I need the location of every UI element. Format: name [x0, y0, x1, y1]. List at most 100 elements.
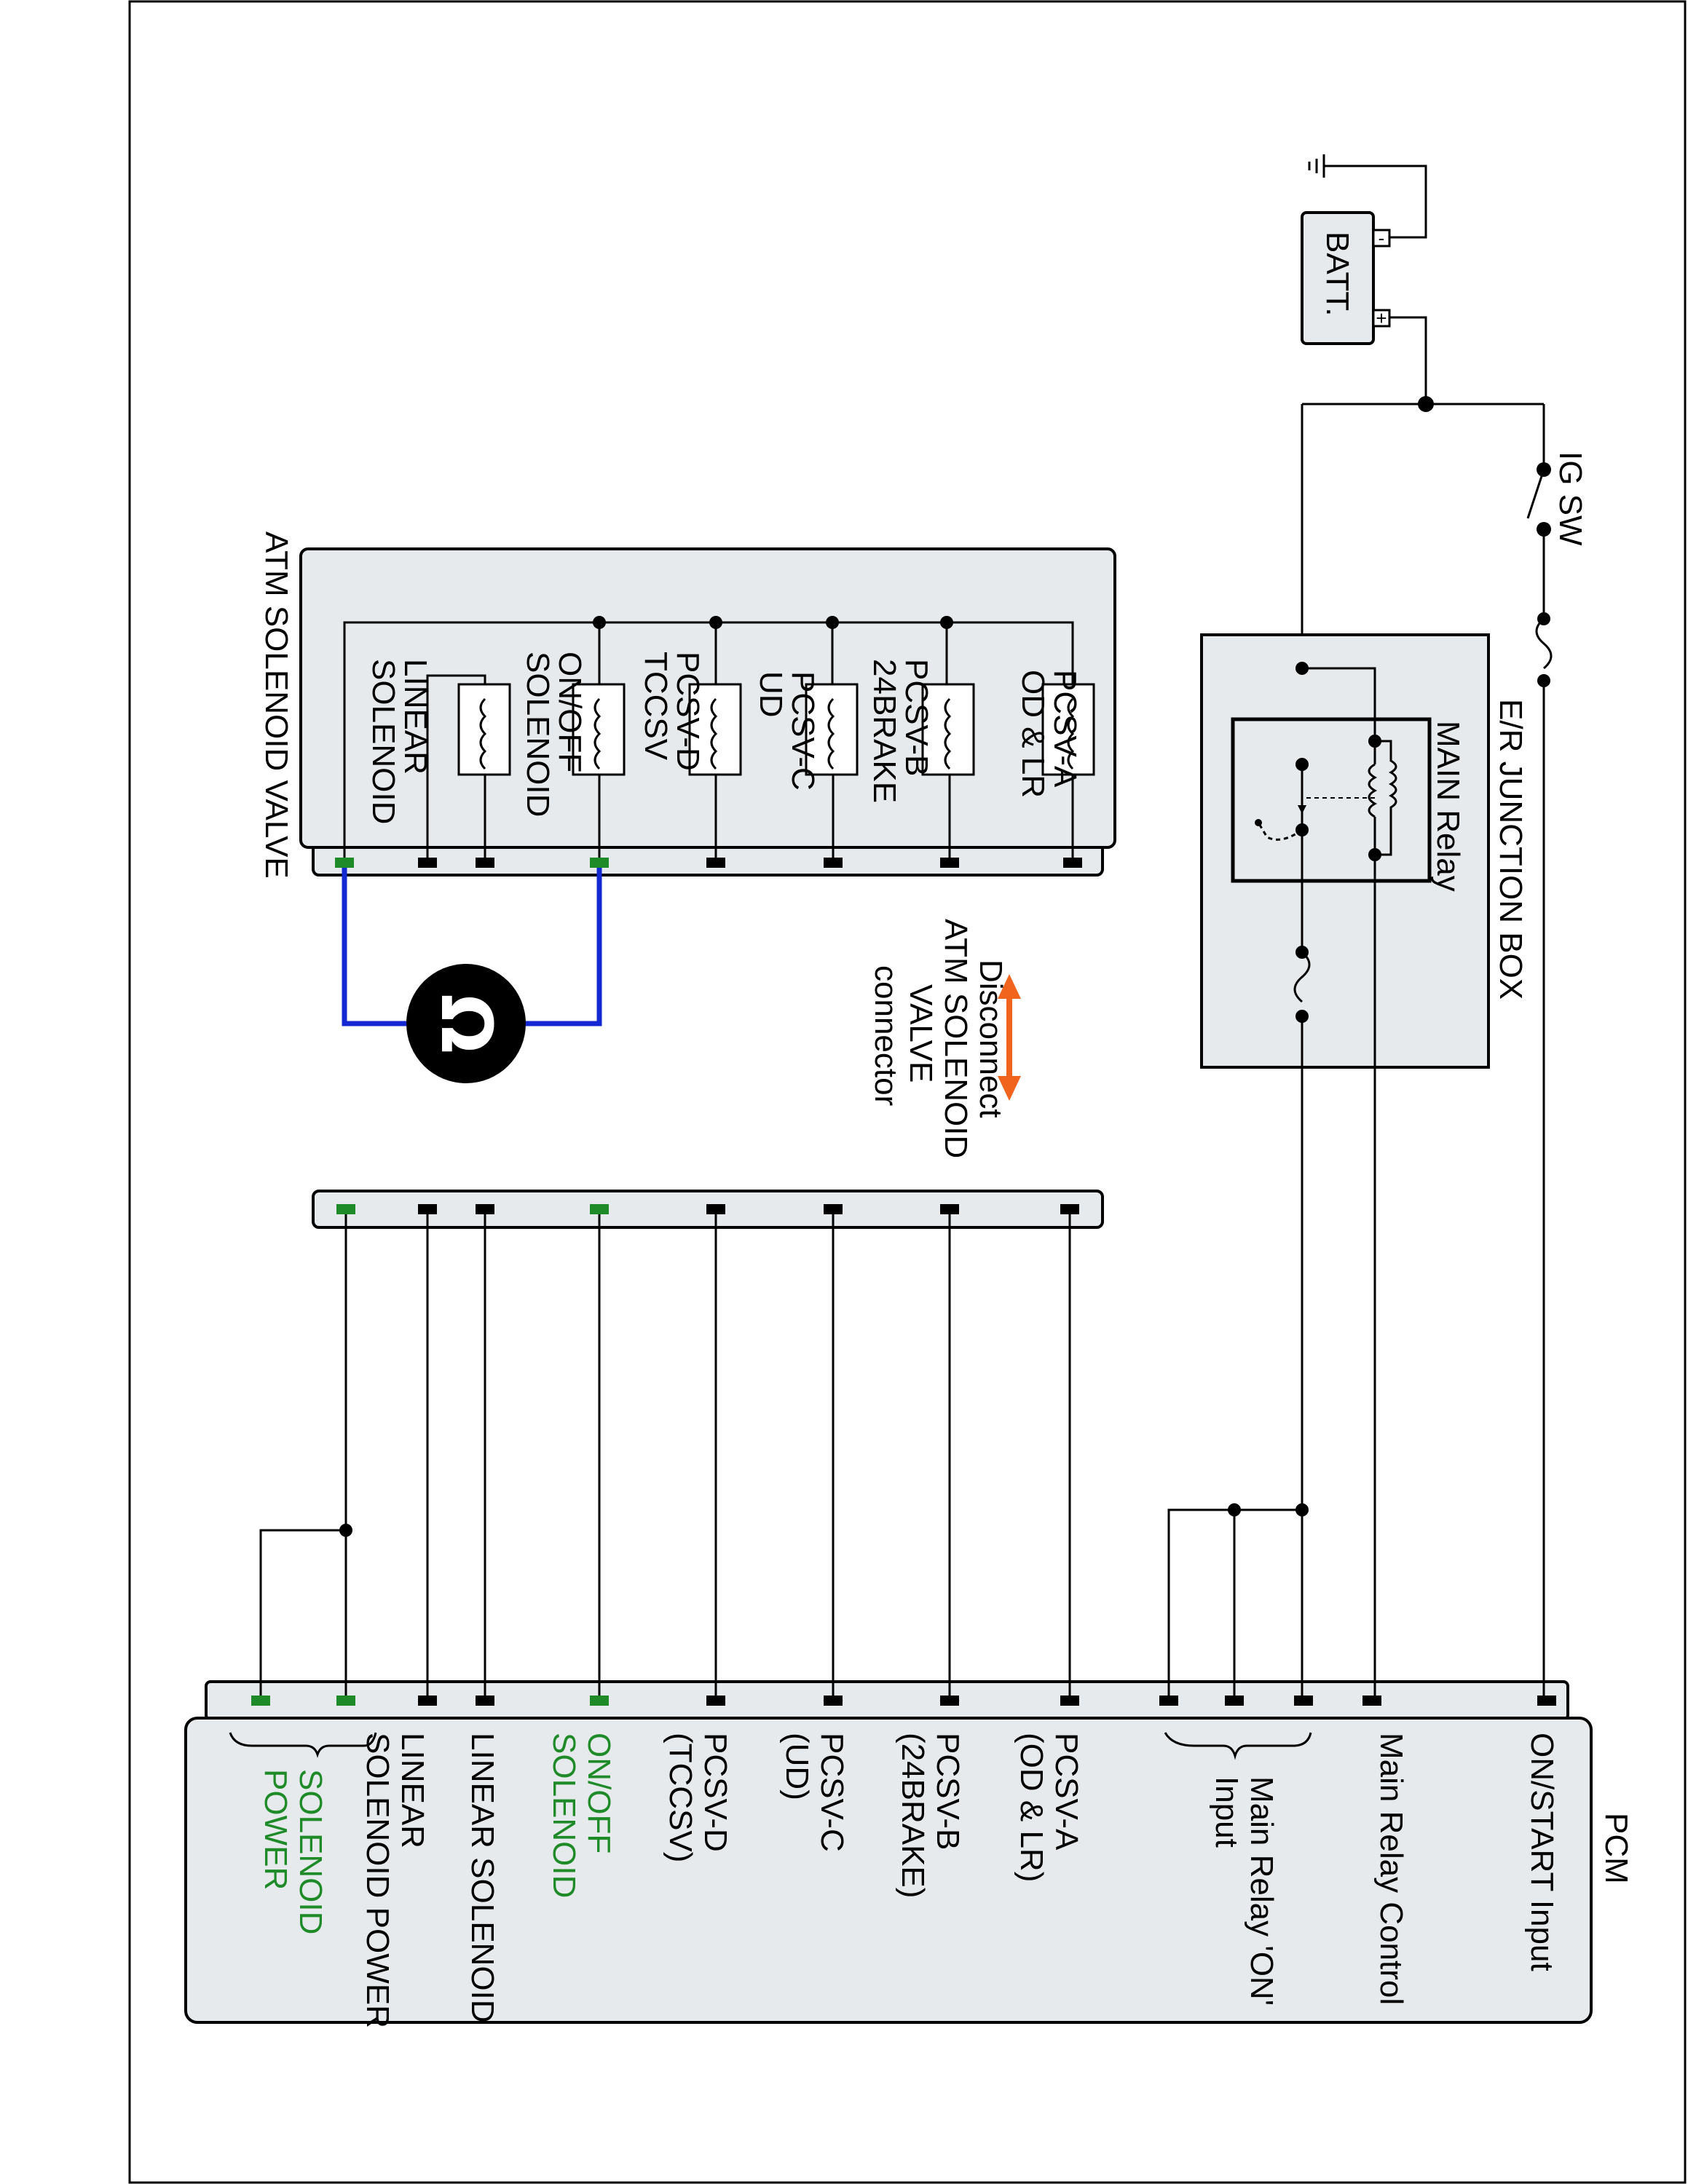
pcm-pin-on-off-label: ON/OFF	[581, 1733, 617, 1853]
pcm-pin-linear-solenoid-label: LINEAR SOLENOID	[465, 1733, 500, 2023]
pcm-pin-linear-power-label: LINEAR	[395, 1733, 430, 1848]
atm-solenoid-valve: ATM SOLENOID VALVE	[259, 531, 1116, 879]
fuse-icon	[1293, 951, 1311, 1003]
valve-pin-1	[1063, 858, 1082, 868]
junction-box-title: E/R JUNCTION BOX	[1493, 699, 1529, 1000]
pin-pcsv-d	[706, 1696, 725, 1706]
solenoid-power-brace	[229, 1732, 377, 1758]
pcm-pin-main-relay-on-label-2: Input	[1209, 1776, 1245, 1848]
valve-pin-pcsv-d	[590, 858, 609, 868]
main-relay-box	[1231, 717, 1432, 883]
pcm-pin-solenoid-power-label: SOLENOID	[293, 1769, 328, 1934]
pin-linear-power	[418, 1696, 437, 1706]
disconnect-line-1: Disconnect	[973, 960, 1009, 1118]
harness-connector	[312, 1190, 1104, 1229]
valve-label-pcsv-a: PCSV-A	[1047, 670, 1083, 788]
disconnect-note: Disconnect ATM SOLENOID VALVE connector	[868, 919, 1021, 1158]
bus-dot	[826, 616, 839, 629]
valve-label-pcsv-d: PCSV-D	[670, 652, 706, 771]
junction-dot	[1295, 662, 1309, 675]
fuse-icon	[1535, 617, 1553, 670]
valve-label-on-off: ON/OFF	[552, 652, 588, 772]
pcm-pin-on-off-label-2: SOLENOID	[546, 1733, 582, 1898]
valve-pin-power	[335, 858, 354, 868]
pcm-pin-linear-power-label-2: SOLENOID POWER	[360, 1733, 395, 2028]
battery-body	[1301, 211, 1375, 345]
solenoid-coil-on-off	[457, 683, 511, 863]
pcm-pin-pcsv-c-label: PCSV-C	[814, 1733, 850, 1852]
ohmmeter-icon	[406, 964, 526, 1083]
valve-label-pcsv-c: PCSV-C	[785, 671, 821, 791]
pcm-pin-pcsv-a-label: PCSV-A	[1049, 1733, 1084, 1851]
disconnect-line-4: connector	[868, 965, 904, 1106]
battery-neg-sign: -	[1379, 227, 1385, 249]
pcm-pin-pcsv-d-label-2: (TCCSV)	[663, 1733, 698, 1862]
junction-dot	[1418, 396, 1434, 412]
solenoid-coil-pcsv-b	[805, 683, 859, 863]
bus-dot	[593, 616, 606, 629]
valve-label-linear-2: SOLENOID	[366, 659, 401, 824]
pcm-pin-pcsv-d-label: PCSV-D	[698, 1733, 733, 1852]
harness-pin-solenoid-power	[336, 1204, 355, 1214]
bus-dot	[709, 616, 722, 629]
junction-dot	[1228, 1503, 1241, 1516]
main-relay-brace	[1164, 1732, 1312, 1760]
battery-pos-sign: +	[1376, 307, 1387, 329]
disconnect-line-2: ATM SOLENOID	[938, 919, 974, 1158]
valve-label-pcsv-b: PCSV-B	[899, 659, 934, 776]
pin-linear-solenoid	[476, 1696, 494, 1706]
pin-pcsv-c	[824, 1696, 843, 1706]
valve-label-pcsv-d-2: TCCSV	[638, 652, 674, 761]
pin-main-relay-on-1	[1294, 1696, 1313, 1706]
bus-dot	[940, 616, 953, 629]
pcm-pin-solenoid-power-label-2: POWER	[258, 1769, 293, 1890]
junction-dot	[1295, 1503, 1309, 1516]
harness-pin-on-off	[590, 1204, 609, 1214]
pcm-labels: PCM ON/START Input Main Relay Control Ma…	[229, 1732, 1634, 2028]
ohm-symbol: Ω	[425, 994, 507, 1053]
valve-label-pcsv-c-2: UD	[753, 671, 789, 718]
relay-coil-icon	[1368, 763, 1378, 818]
battery-label: BATT.	[1320, 232, 1355, 317]
solenoid-coil-pcsv-a	[921, 683, 975, 863]
harness-pin-linear-power	[418, 1204, 437, 1214]
pcm-pin-pcsv-a-label-2: (OD & LR)	[1014, 1733, 1049, 1882]
solenoid-coil-pcsv-c	[688, 683, 742, 863]
pin-main-relay-on-2	[1225, 1696, 1244, 1706]
pin-pcsv-b	[940, 1696, 959, 1706]
pcm-pin-main-relay-on-label: Main Relay 'ON'	[1244, 1776, 1279, 2006]
pin-solenoid-power-1	[336, 1696, 355, 1706]
disconnect-arrow-icon	[998, 974, 1021, 1101]
pin-solenoid-power-2	[251, 1696, 270, 1706]
pcm-pins	[251, 1696, 1556, 1706]
harness-pin-pcsv-d	[706, 1204, 725, 1214]
pcm-pin-pcsv-c-label-2: (UD)	[779, 1733, 815, 1800]
valve-pin-linear	[418, 858, 437, 868]
valve-label-on-off-2: SOLENOID	[520, 652, 556, 817]
pcm-pin-main-relay-control-label: Main Relay Control	[1373, 1733, 1409, 2005]
disconnect-line-3: VALVE	[903, 984, 939, 1083]
junction-dot	[339, 1524, 352, 1537]
battery: - + BATT.	[1301, 154, 1427, 345]
valve-label-pcsv-b-2: 24BRAKE	[867, 659, 902, 803]
harness-pin-pcsv-a	[1060, 1204, 1079, 1214]
pin-pcsv-a	[1060, 1696, 1079, 1706]
solenoid-coil-1	[1041, 683, 1095, 863]
valve-pin-pcsv-a	[940, 858, 959, 868]
ig-switch-label: IG SW	[1553, 451, 1588, 546]
pcm-body	[184, 1717, 1593, 2024]
ohmmeter-test: Ω	[342, 868, 602, 1083]
valve-pin-on-off	[476, 858, 494, 868]
pcm-title: PCM	[1598, 1813, 1634, 1884]
pcm-pin-pcsv-b-label: PCSV-B	[930, 1733, 966, 1850]
harness-pin-linear-solenoid	[476, 1204, 494, 1214]
pin-on-off	[590, 1696, 609, 1706]
valve-label-linear: LINEAR	[398, 659, 433, 775]
pcm-pin-pcsv-b-label-2: (24BRAKE)	[895, 1733, 931, 1898]
pcm-pin-on-start-label: ON/START Input	[1524, 1733, 1560, 1971]
er-junction-box: E/R JUNCTION BOX MAIN Relay	[1200, 633, 1529, 1696]
ig-switch-blade	[1526, 469, 1545, 519]
battery-neg-terminal	[1372, 229, 1391, 248]
valve-label-pcsv-a-2: OD & LR	[1015, 670, 1051, 798]
